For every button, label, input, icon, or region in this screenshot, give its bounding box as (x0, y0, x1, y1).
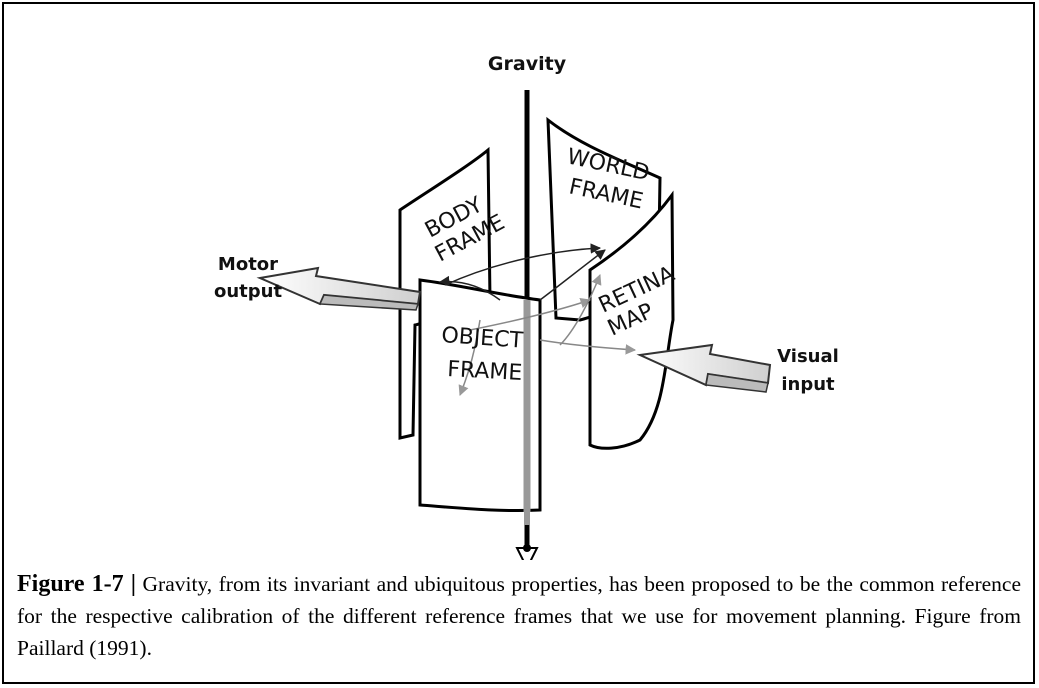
caption-text: Gravity, from its invariant and ubiquito… (17, 572, 1021, 660)
motor-output-label-line1: Motor (218, 254, 278, 275)
gravity-bob (523, 544, 531, 552)
visual-input-arrow (636, 343, 772, 393)
object-frame-label-line1: OBJECT (441, 323, 525, 354)
gravity-label: Gravity (488, 53, 567, 75)
connection-arrows (438, 243, 637, 396)
reference-frames-diagram: Gravity BODY FRAME WORL (214, 53, 839, 560)
motor-output-label-line2: output (214, 281, 282, 302)
visual-input-label-line2: input (781, 374, 835, 395)
motor-output-arrow (256, 266, 422, 311)
figure-caption: Figure 1-7 | Gravity, from its invariant… (17, 568, 1021, 664)
visual-input-label-line1: Visual (777, 346, 839, 367)
object-frame-label-line2: FRAME (447, 357, 523, 386)
figure-number: Figure 1-7 | (17, 571, 137, 597)
object-frame-panel (418, 278, 542, 513)
